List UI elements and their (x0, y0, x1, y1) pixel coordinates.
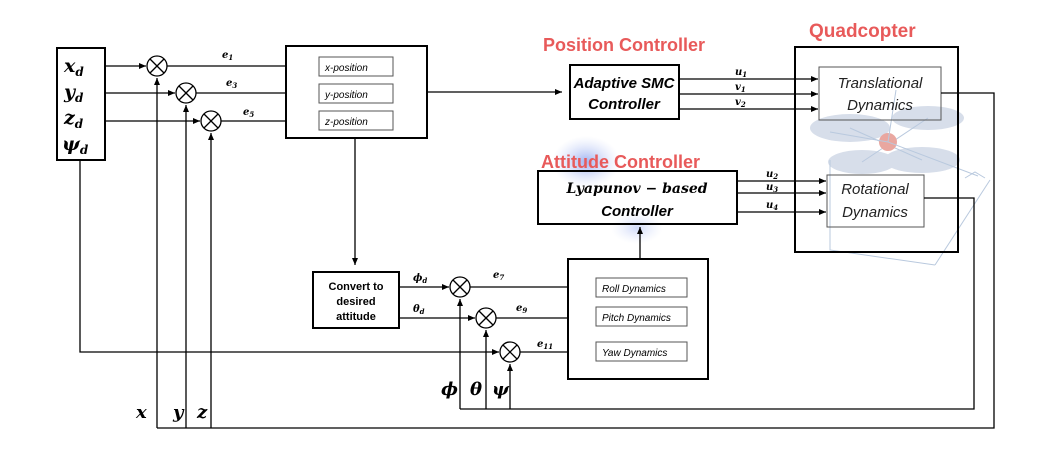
yaw-dynamics-box (595, 341, 688, 362)
x-position-box (318, 56, 394, 77)
input-v1: v1 (735, 82, 746, 94)
position-controller-line1: Adaptive SMC (573, 75, 676, 92)
translational-line2: Dynamics (847, 97, 913, 114)
sum-junction-x (146, 55, 168, 77)
desired-theta: θd (413, 304, 425, 316)
error-e5: e5 (243, 107, 254, 119)
y-position-label: y-position (324, 90, 368, 101)
input-v2: v2 (735, 97, 746, 109)
rotational-dynamics-box (826, 174, 925, 228)
translational-line1: Translational (838, 75, 923, 92)
convert-attitude-block (312, 271, 400, 329)
controller-glow (552, 136, 620, 188)
attitude-feedback-line (460, 197, 975, 410)
feedback-phi: ϕ (441, 379, 458, 400)
sum-junction-z (200, 110, 222, 132)
y-position-box (318, 83, 394, 104)
rotational-line2: Dynamics (842, 204, 908, 221)
feedback-y: y (172, 402, 185, 423)
convert-line1: Convert to (329, 281, 384, 293)
quadcopter-block (794, 46, 959, 253)
error-e7: e7 (493, 270, 504, 282)
attitude-controller-title: Attitude Controller (541, 152, 700, 172)
position-controller-block (569, 64, 680, 120)
position-feedback-line (157, 92, 995, 429)
feedback-theta: θ (470, 379, 482, 400)
error-e11: e11 (537, 339, 553, 351)
sum-junction-y (175, 82, 197, 104)
error-e9: e9 (516, 303, 527, 315)
sum-junction-phi (449, 276, 471, 298)
pitch-dynamics-label: Pitch Dynamics (602, 313, 671, 324)
feedback-psi: ψ (492, 379, 510, 400)
sum-junction-theta (475, 307, 497, 329)
sum-junction-psi (499, 341, 521, 363)
attitude-controller-line2: Controller (601, 203, 674, 220)
position-controller-line2: Controller (588, 96, 661, 113)
position-controller-title: Position Controller (543, 35, 705, 55)
feedback-z: z (196, 402, 208, 423)
convert-line2: desired (336, 296, 375, 308)
input-u2: u2 (766, 169, 778, 181)
input-u3: u3 (766, 182, 778, 194)
convert-line3: attitude (336, 311, 376, 323)
quadcopter-illustration (810, 89, 991, 266)
input-u1: u1 (735, 67, 747, 79)
rotational-line1: Rotational (841, 181, 909, 198)
error-e1: e1 (222, 50, 233, 62)
roll-dynamics-box (595, 277, 688, 298)
pitch-dynamics-box (595, 306, 688, 327)
attitude-controller-block (537, 170, 738, 225)
yaw-dynamics-label: Yaw Dynamics (602, 348, 667, 359)
roll-dynamics-label: Roll Dynamics (602, 284, 666, 295)
attitude-controller-line1: Lyapunov − based (565, 181, 707, 197)
input-u4: u4 (766, 200, 778, 212)
z-position-box (318, 110, 394, 131)
reference-block (56, 47, 106, 161)
error-e3: e3 (226, 78, 237, 90)
z-position-label: z-position (324, 117, 368, 128)
desired-phi: ϕd (413, 273, 427, 285)
quadcopter-title: Quadcopter (809, 21, 916, 42)
feedback-x: x (135, 402, 147, 423)
x-position-label: x-position (324, 63, 368, 74)
